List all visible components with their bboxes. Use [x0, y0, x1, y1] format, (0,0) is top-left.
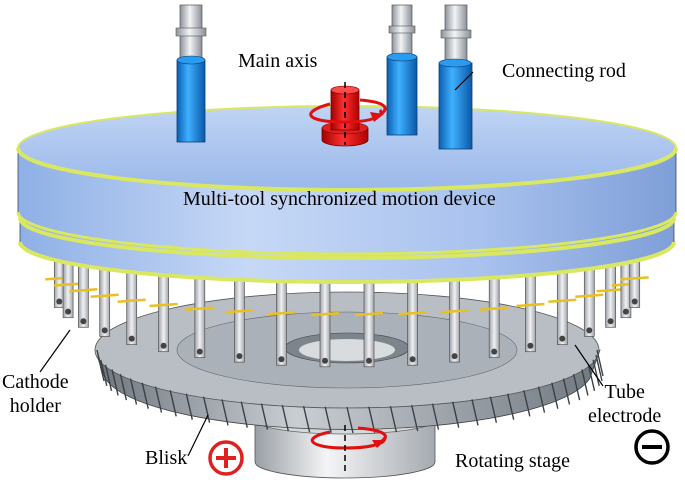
tube-electrode	[620, 276, 649, 281]
blade	[523, 390, 531, 417]
blade	[581, 369, 589, 396]
tube-electrode	[516, 302, 545, 308]
label-rotating-stage: Rotating stage	[455, 450, 570, 472]
blisk	[94, 291, 604, 434]
blade	[281, 404, 289, 432]
connecting-rod-left	[175, 4, 207, 143]
label-connecting-rod: Connecting rod	[502, 60, 626, 82]
blade	[389, 405, 398, 433]
blade	[202, 396, 211, 423]
tube-electrode	[310, 311, 340, 317]
blisk-blades	[96, 349, 604, 434]
blade	[302, 405, 311, 433]
blade	[97, 354, 105, 382]
blade	[507, 393, 515, 420]
cathode-holders	[45, 244, 649, 368]
tube-electrode	[440, 309, 469, 314]
minus-circle-icon	[634, 429, 670, 465]
blade	[169, 390, 177, 417]
tube-electrode	[548, 298, 577, 303]
tube-electrode	[596, 288, 625, 293]
cathode-holder	[548, 249, 577, 345]
tube-electrode	[69, 288, 98, 293]
tube-electrode	[117, 298, 146, 303]
cathode-holder	[516, 249, 545, 353]
blade	[260, 403, 269, 430]
blade	[104, 364, 113, 391]
tube-electrode	[267, 310, 296, 316]
blade	[562, 378, 571, 405]
cathode-holder	[69, 246, 98, 328]
blade	[154, 386, 163, 413]
blade	[489, 396, 498, 423]
tube-electrode	[149, 302, 178, 308]
connecting-rod-center	[386, 4, 418, 136]
blade	[452, 401, 460, 428]
blade	[551, 382, 559, 409]
label-blisk: Blisk	[145, 447, 188, 469]
label-tube-line1: Tube	[604, 381, 645, 403]
tube-electrode	[185, 306, 214, 311]
tube-electrode	[354, 311, 384, 317]
blade	[471, 399, 479, 426]
blade	[111, 369, 119, 396]
blade	[537, 386, 546, 413]
blade	[324, 406, 332, 433]
blade	[221, 399, 229, 426]
label-motion-device: Multi-tool synchronized motion device	[183, 188, 496, 210]
label-cathode-line1: Cathode	[2, 371, 69, 393]
cathode-holder	[620, 244, 649, 308]
blade	[587, 364, 596, 391]
blade	[596, 349, 604, 377]
label-main-axis: Main axis	[238, 50, 318, 72]
blade	[572, 373, 581, 401]
tube-electrode	[575, 293, 604, 299]
plus-circle-icon	[208, 440, 244, 476]
blade	[595, 354, 603, 382]
tube-electrode	[225, 309, 254, 314]
leader-lines	[39, 71, 604, 457]
tube-electrode	[398, 310, 427, 316]
blade	[368, 406, 376, 433]
blade	[129, 378, 138, 405]
tube-electrode	[54, 282, 83, 287]
blade	[100, 359, 108, 387]
label-tube-line2: electrode	[588, 405, 662, 427]
label-cathode-holder: Cathode holder	[2, 370, 69, 418]
blade	[119, 373, 128, 401]
blade	[240, 401, 248, 428]
label-tube-electrode: Tube electrode	[588, 380, 661, 428]
blade	[411, 404, 419, 432]
blade	[141, 382, 149, 409]
blade	[592, 359, 600, 387]
blade	[185, 393, 193, 420]
label-cathode-line2: holder	[9, 395, 61, 417]
blade	[431, 403, 440, 430]
tube-electrode	[90, 293, 119, 299]
connecting-rod-right	[438, 4, 473, 150]
main-axis-rotation-arrow-icon	[309, 98, 387, 124]
tube-electrode	[480, 306, 509, 311]
blade	[346, 406, 354, 434]
